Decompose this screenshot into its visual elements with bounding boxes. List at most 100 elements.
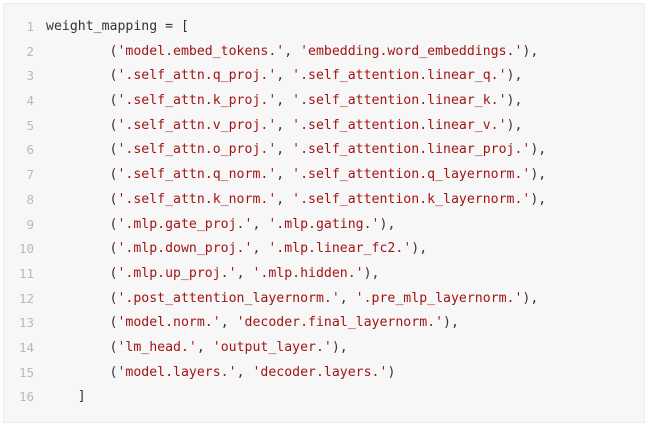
code-text: ('model.layers.', 'decoder.layers.') [46, 361, 644, 386]
code-line: 8 ('.self_attn.k_norm.', '.self_attentio… [4, 188, 644, 213]
punctuation: ), [443, 315, 459, 331]
punctuation: ), [363, 265, 380, 281]
string-literal: '.mlp.hidden.' [252, 265, 364, 281]
string-literal: 'model.embed_tokens.' [117, 43, 285, 59]
punctuation: ), [522, 290, 539, 306]
gutter-gap [34, 163, 46, 188]
gutter-gap [34, 138, 46, 163]
punctuation: , [220, 315, 237, 331]
string-literal: '.self_attn.v_proj.' [117, 117, 277, 133]
gutter-gap [34, 213, 46, 238]
code-line: 6 ('.self_attn.o_proj.', '.self_attentio… [4, 138, 644, 163]
string-literal: '.pre_mlp_layernorm.' [355, 290, 523, 306]
code-text: ('.self_attn.q_norm.', '.self_attention.… [46, 163, 644, 188]
code-line: 10 ('.mlp.down_proj.', '.mlp.linear_fc2.… [4, 237, 644, 262]
punctuation: ), [530, 191, 547, 207]
gutter-gap [34, 336, 46, 361]
line-number: 4 [26, 93, 34, 109]
string-literal: '.self_attn.q_proj.' [117, 68, 277, 84]
punctuation: , [276, 142, 293, 158]
code-line: 12 ('.post_attention_layernorm.', '.pre_… [4, 287, 644, 312]
string-literal: '.mlp.up_proj.' [117, 265, 237, 281]
punctuation: , [236, 364, 253, 380]
code-text: ('.mlp.up_proj.', '.mlp.hidden.'), [46, 262, 644, 287]
code-line: 2 ('model.embed_tokens.', 'embedding.wor… [4, 40, 644, 65]
string-literal: 'output_layer.' [212, 339, 332, 355]
punctuation: ( [46, 315, 118, 331]
punctuation: , [276, 191, 293, 207]
punctuation: , [276, 93, 293, 109]
punctuation: ), [331, 339, 348, 355]
punctuation: , [276, 117, 293, 133]
punctuation: ), [411, 241, 428, 257]
punctuation: ( [46, 364, 118, 380]
code-line: 9 ('.mlp.gate_proj.', '.mlp.gating.'), [4, 213, 644, 238]
gutter-gap [34, 64, 46, 89]
punctuation: , [236, 265, 253, 281]
code-text: ('model.embed_tokens.', 'embedding.word_… [46, 40, 644, 65]
punctuation: ( [46, 68, 118, 84]
line-number: 1 [26, 19, 34, 34]
punctuation: ( [46, 265, 118, 281]
line-number: 15 [18, 364, 34, 380]
code-line: 5 ('.self_attn.v_proj.', '.self_attentio… [4, 114, 644, 139]
gutter-gap [34, 89, 46, 114]
code-line: 1 weight_mapping = [ [4, 15, 644, 40]
code-line: 7 ('.self_attn.q_norm.', '.self_attentio… [4, 163, 644, 188]
identifier: weight_mapping = [ [46, 19, 189, 34]
punctuation: ), [522, 43, 539, 59]
punctuation: ( [46, 167, 118, 183]
string-literal: 'model.norm.' [117, 315, 221, 331]
string-literal: '.self_attention.linear_proj.' [292, 142, 531, 158]
code-text: ('.self_attn.k_proj.', '.self_attention.… [46, 89, 644, 114]
punctuation: , [339, 290, 356, 306]
string-literal: '.self_attn.o_proj.' [117, 142, 277, 158]
string-literal: '.self_attention.k_layernorm.' [292, 191, 531, 207]
punctuation: ( [46, 142, 118, 158]
code-line: 14 ('lm_head.', 'output_layer.'), [4, 336, 644, 361]
line-number: 8 [26, 191, 34, 207]
string-literal: '.self_attn.k_proj.' [117, 93, 277, 109]
gutter-gap [34, 15, 46, 40]
punctuation: ( [46, 339, 118, 355]
string-literal: '.self_attention.linear_v.' [292, 117, 507, 133]
gutter-gap [34, 237, 46, 262]
punctuation: ), [379, 216, 396, 232]
line-number: 11 [18, 265, 34, 281]
gutter-gap [34, 287, 46, 312]
code-text: ('lm_head.', 'output_layer.'), [46, 336, 644, 361]
code-line: 3 ('.self_attn.q_proj.', '.self_attentio… [4, 64, 644, 89]
code-line: 4 ('.self_attn.k_proj.', '.self_attentio… [4, 89, 644, 114]
punctuation: , [284, 43, 301, 59]
string-literal: '.self_attention.linear_k.' [292, 93, 507, 109]
punctuation: , [252, 241, 269, 257]
code-text: ('.self_attn.o_proj.', '.self_attention.… [46, 138, 644, 163]
code-text: ('.mlp.gate_proj.', '.mlp.gating.'), [46, 213, 644, 238]
line-number: 7 [26, 167, 34, 183]
code-text: ('.self_attn.v_proj.', '.self_attention.… [46, 114, 644, 139]
punctuation: ( [46, 117, 118, 133]
gutter-gap [34, 361, 46, 386]
punctuation: ( [46, 93, 118, 109]
string-literal: 'model.layers.' [117, 364, 237, 380]
line-number: 12 [18, 290, 34, 306]
string-literal: 'lm_head.' [117, 339, 197, 355]
punctuation: ), [530, 167, 547, 183]
punctuation: ( [46, 290, 118, 306]
string-literal: 'decoder.layers.' [252, 364, 388, 380]
string-literal: '.mlp.gate_proj.' [117, 216, 253, 232]
punctuation: , [276, 167, 293, 183]
punctuation: ( [46, 43, 118, 59]
punctuation: ) [387, 364, 396, 380]
string-literal: '.mlp.gating.' [268, 216, 380, 232]
line-number: 5 [26, 117, 34, 133]
line-number: 2 [26, 43, 34, 59]
line-number: 16 [18, 389, 34, 405]
gutter-gap [34, 385, 46, 410]
code-line: 13 ('model.norm.', 'decoder.final_layern… [4, 311, 644, 336]
string-literal: '.self_attn.k_norm.' [117, 191, 277, 207]
code-line: 16 ] [4, 385, 644, 410]
string-literal: '.self_attn.q_norm.' [117, 167, 277, 183]
code-text: ] [46, 385, 644, 410]
gutter-gap [34, 188, 46, 213]
